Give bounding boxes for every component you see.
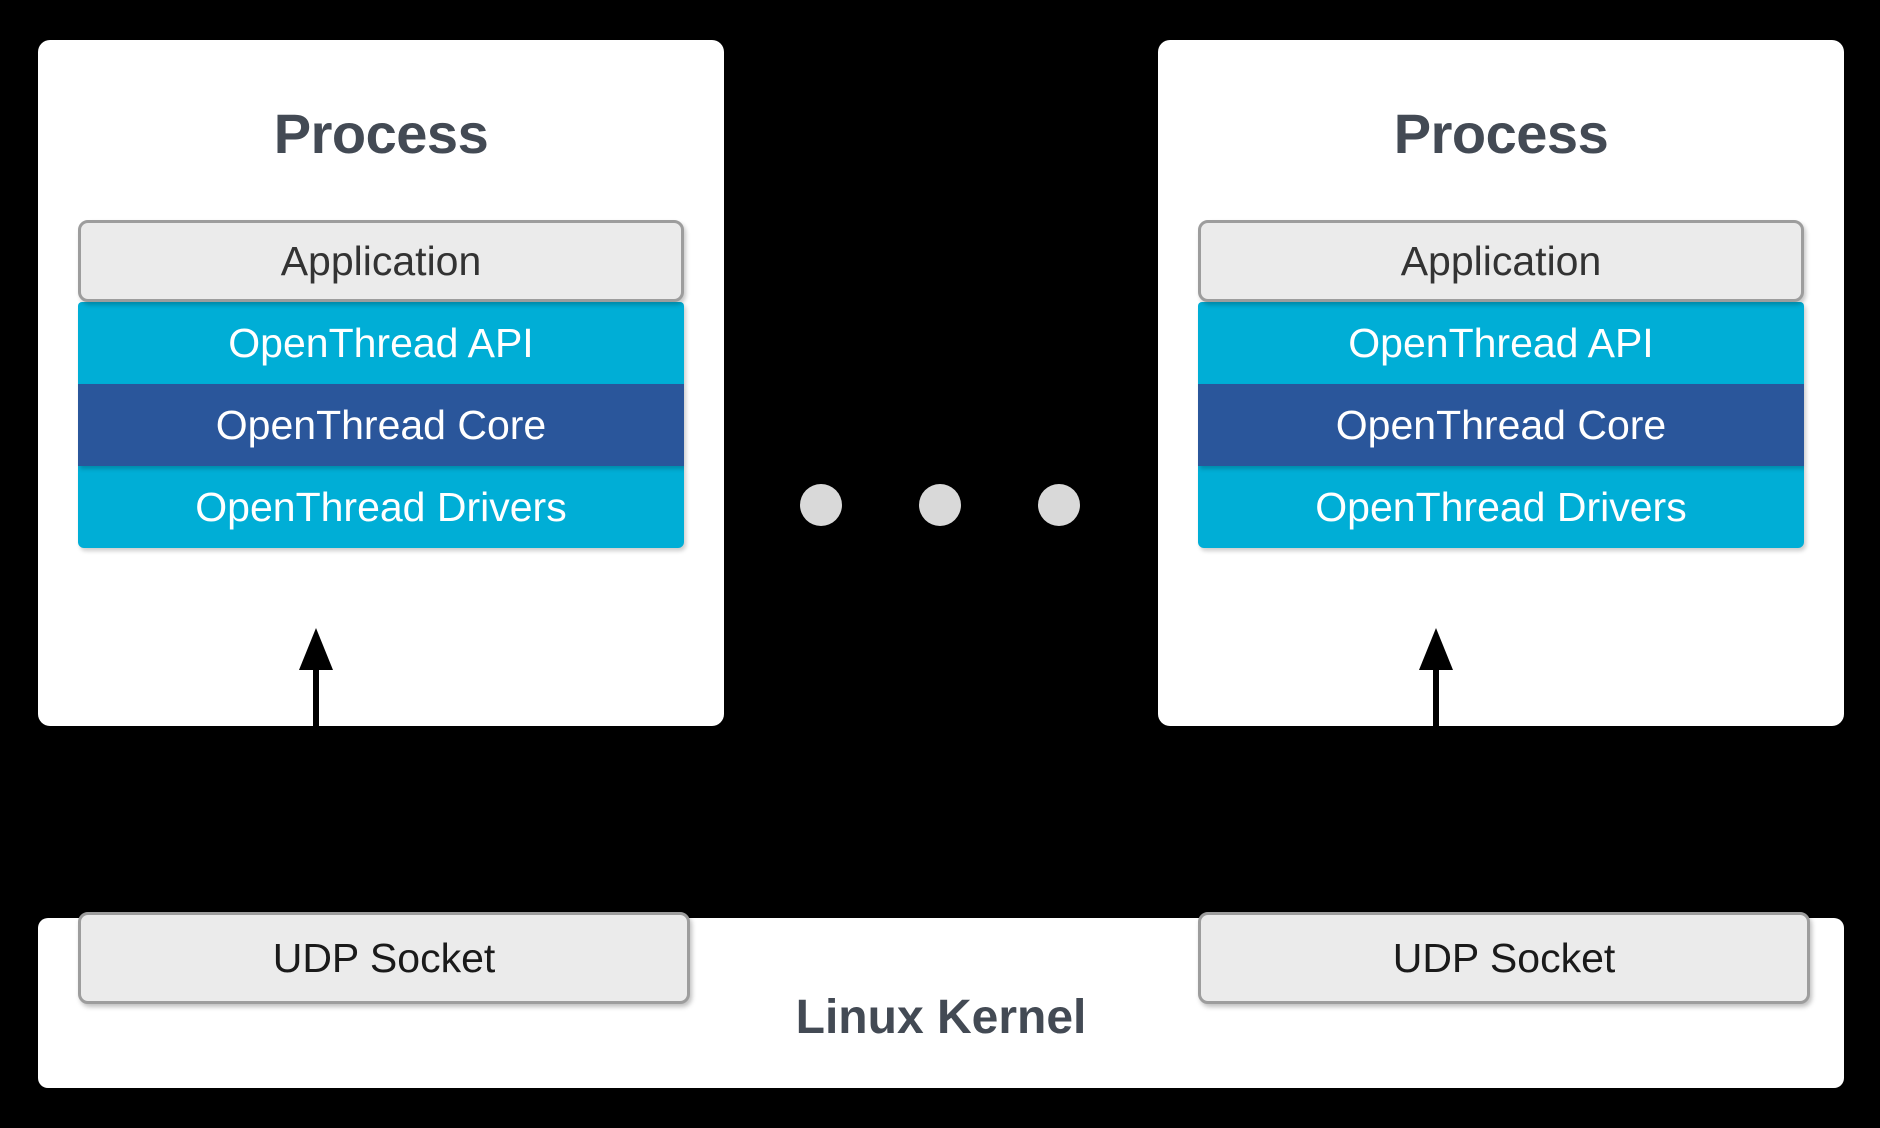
process-title-left: Process (273, 102, 489, 165)
kernel-box: Linux Kernel UDP Socket UDP Socket (38, 912, 1844, 1088)
layer-openthread-api-left[interactable]: OpenThread API (78, 302, 684, 384)
layer-openthread-api-right[interactable]: OpenThread API (1198, 302, 1804, 384)
layer-application-right[interactable]: Application (1198, 220, 1804, 302)
layer-openthread-core-right[interactable]: OpenThread Core (1198, 384, 1804, 466)
ellipsis-dot-1 (800, 484, 842, 526)
layer-openthread-core-left[interactable]: OpenThread Core (78, 384, 684, 466)
udp-socket-right[interactable]: UDP Socket (1198, 912, 1810, 1004)
ellipsis-dot-2 (919, 484, 961, 526)
layer-stack-left: Application OpenThread API OpenThread Co… (78, 220, 684, 548)
process-box-right: Process Application OpenThread API OpenT… (1158, 40, 1844, 726)
layer-openthread-drivers-right[interactable]: OpenThread Drivers (1198, 466, 1804, 548)
process-title-right: Process (1393, 102, 1609, 165)
layer-openthread-drivers-left[interactable]: OpenThread Drivers (78, 466, 684, 548)
kernel-title: Linux Kernel (795, 991, 1087, 1044)
layer-application-left[interactable]: Application (78, 220, 684, 302)
ellipsis-dot-3 (1038, 484, 1080, 526)
layer-stack-right: Application OpenThread API OpenThread Co… (1198, 220, 1804, 548)
process-box-left: Process Application OpenThread API OpenT… (38, 40, 724, 726)
udp-socket-left[interactable]: UDP Socket (78, 912, 690, 1004)
process-ellipsis (800, 480, 1080, 530)
